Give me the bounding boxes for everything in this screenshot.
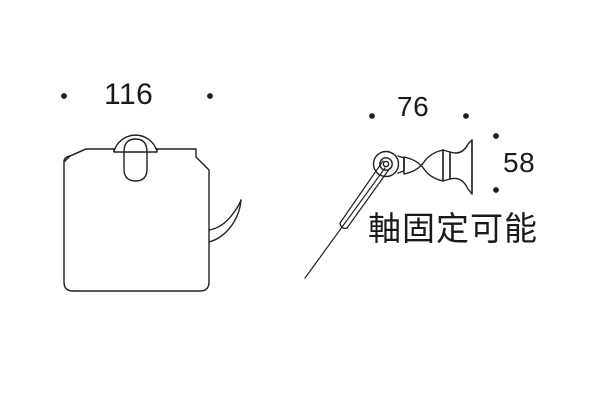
- holder-arm-lower: [346, 167, 391, 229]
- tapered-neck: [403, 149, 444, 182]
- cover-body: [63, 148, 210, 292]
- top-knob-arc: [113, 134, 158, 152]
- left-tab: [69, 148, 87, 157]
- pivot-inner-ring: [379, 157, 393, 171]
- dimension-label-58: 58: [503, 147, 536, 178]
- top-knob-oval: [123, 138, 148, 182]
- roll-axis-line: [304, 167, 386, 279]
- right-paper-curl-inner: [208, 199, 242, 243]
- pivot-knob: [372, 150, 400, 178]
- dim-dot-116-left: [61, 93, 67, 99]
- left-tab-edge: [63, 155, 71, 163]
- dim-dot-58-top: [493, 133, 499, 139]
- dimension-markers: [61, 93, 499, 193]
- dim-dot-116-right: [207, 93, 213, 99]
- dim-dot-76-left: [369, 113, 375, 119]
- dim-dot-76-right: [463, 113, 469, 119]
- pivot-core: [382, 160, 390, 168]
- side-view-group: [304, 139, 473, 279]
- front-view-group: [63, 134, 242, 292]
- right-paper-curl: [208, 199, 242, 231]
- wall-flange: [449, 139, 473, 195]
- annotation-shaft-fixable: 軸固定可能: [368, 209, 538, 248]
- collar-ring: [442, 149, 451, 182]
- dimension-label-116: 116: [104, 78, 154, 111]
- dimension-label-76: 76: [397, 91, 430, 122]
- dim-dot-58-bottom: [493, 187, 499, 193]
- holder-arm-tip: [339, 222, 348, 230]
